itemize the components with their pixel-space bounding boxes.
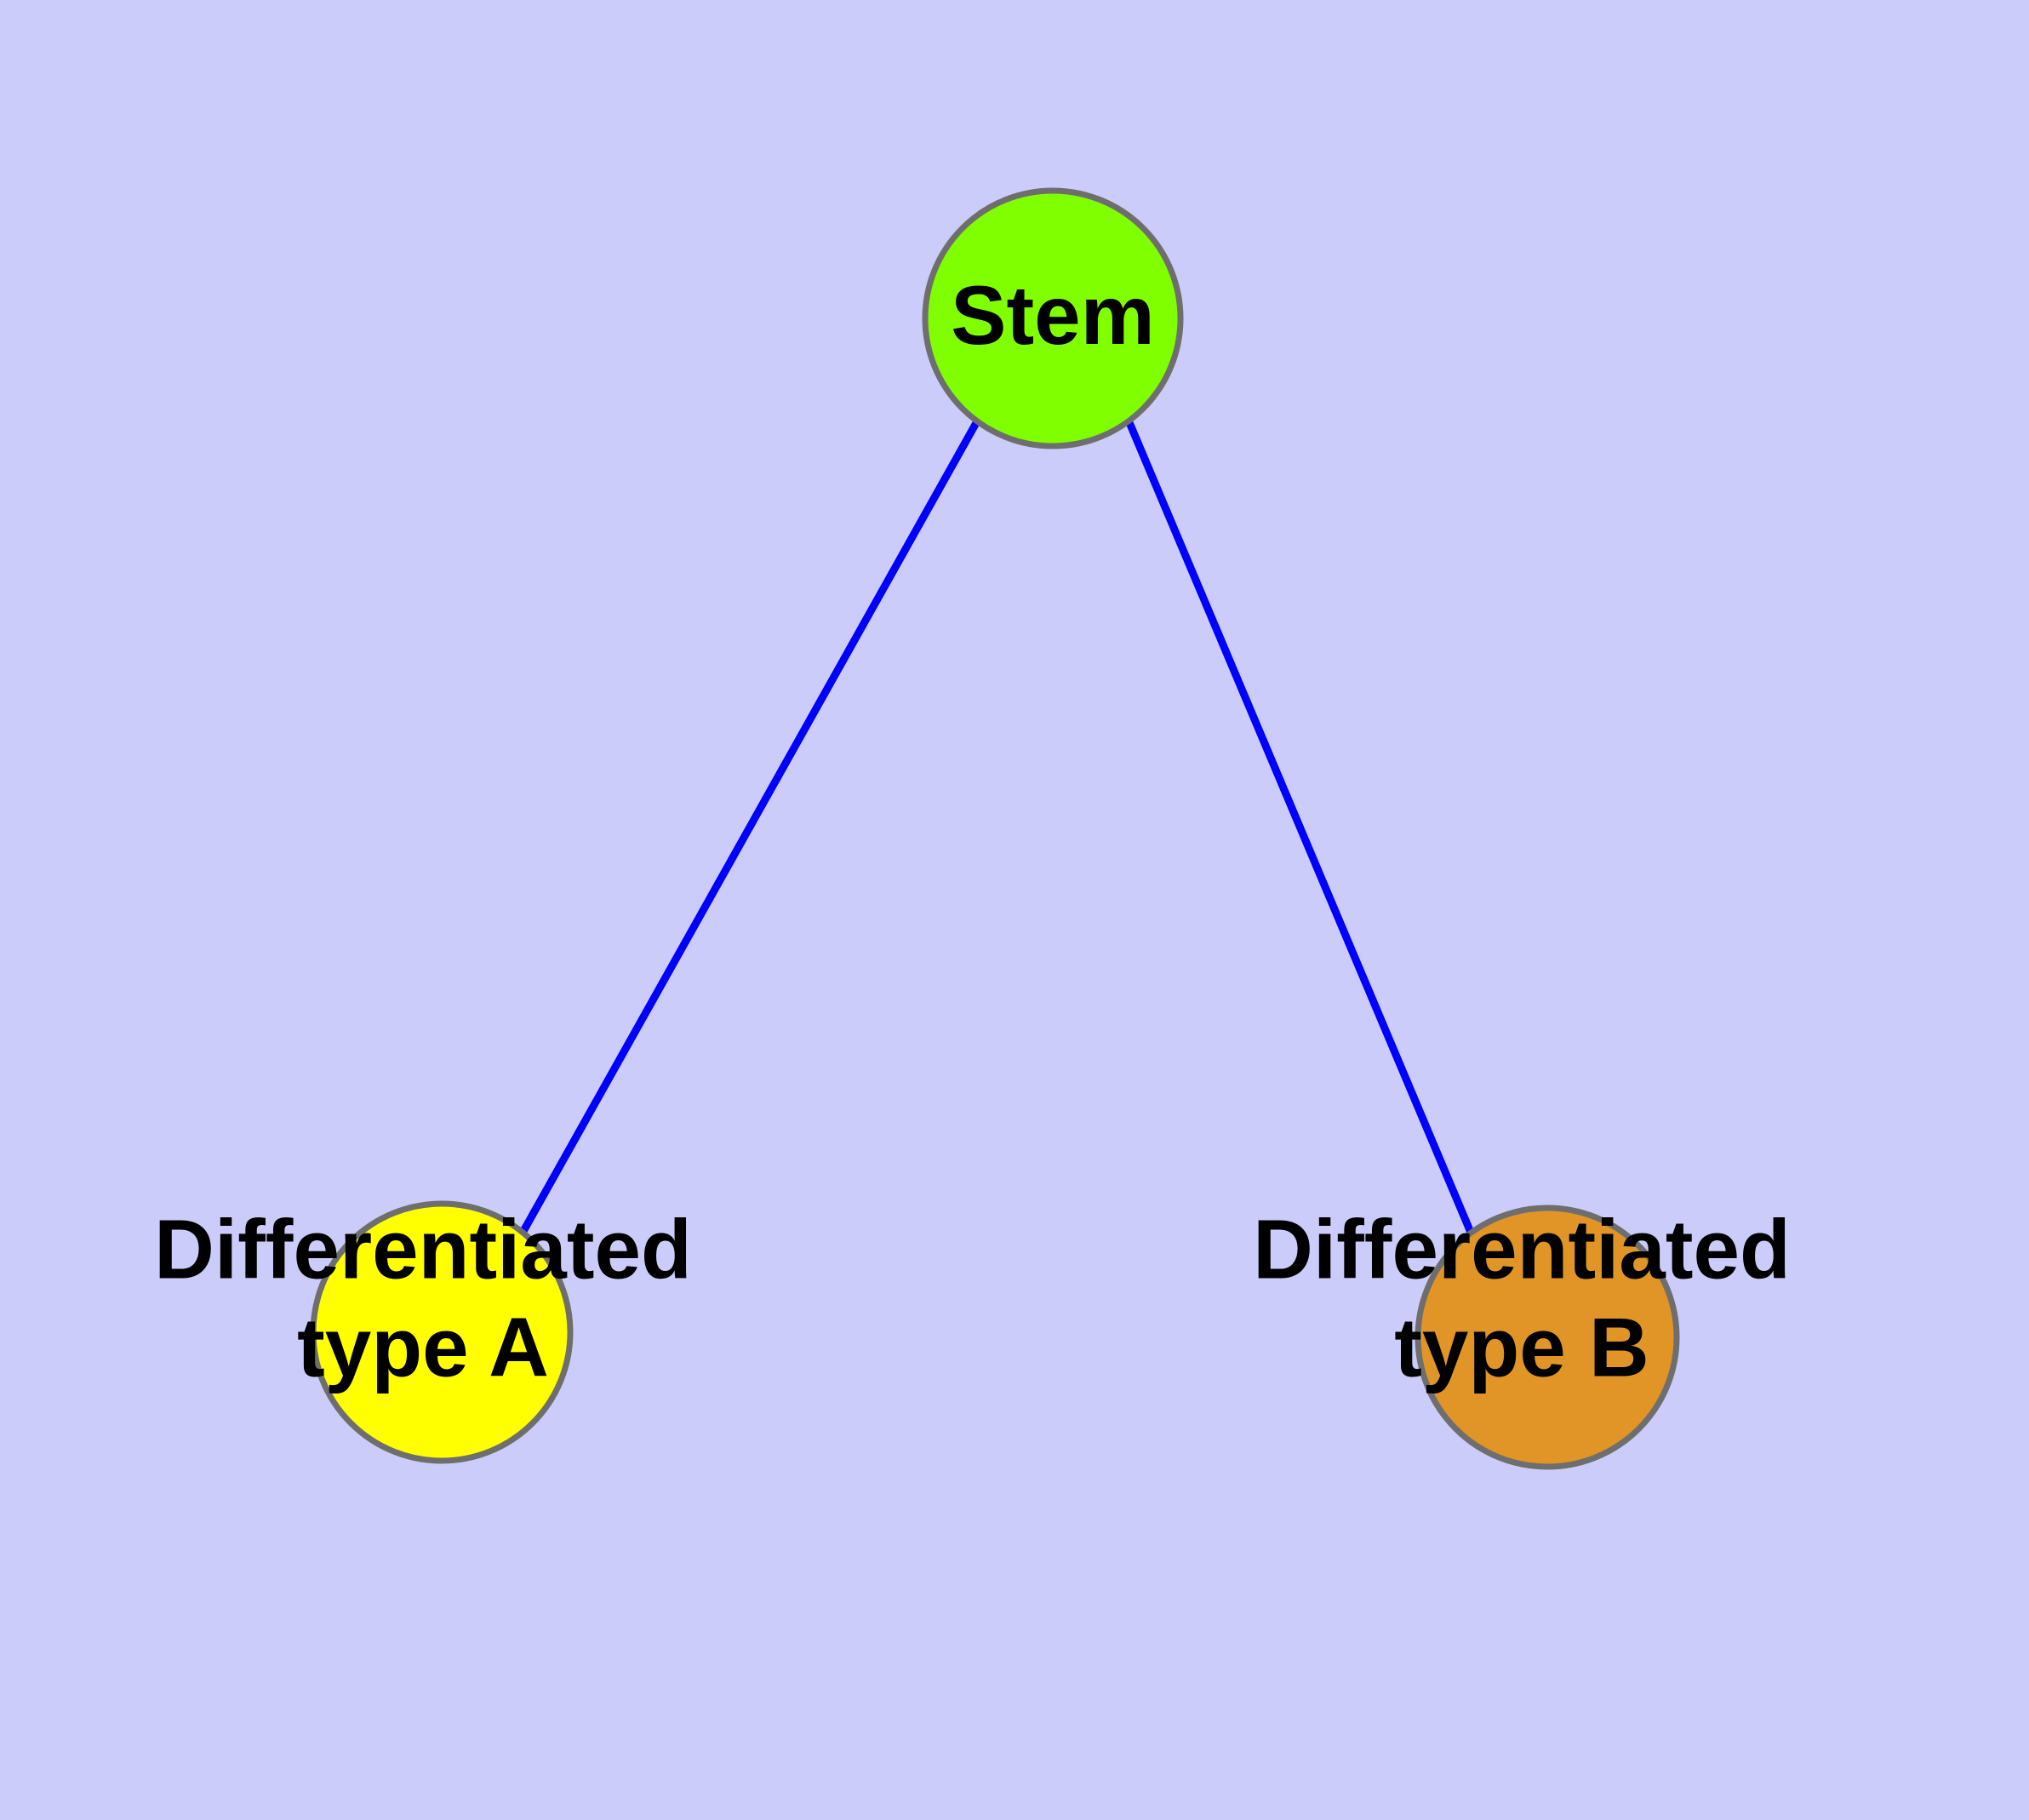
- edge-stem-to-differentiated-type-b[interactable]: [1124, 419, 1476, 1236]
- node-label-line: type B: [1394, 1300, 1649, 1394]
- node-label-line: Stem: [951, 268, 1155, 362]
- node-stem-circle[interactable]: [922, 187, 1184, 449]
- edge-stem-to-differentiated-type-a[interactable]: [519, 419, 980, 1235]
- node-label-line: type A: [297, 1300, 549, 1394]
- node-stem-label: Stem: [951, 268, 1155, 362]
- node-layer: [310, 187, 1680, 1470]
- node-label-line: Differentiated: [154, 1203, 692, 1296]
- edge-layer: [519, 419, 1476, 1236]
- node-differentiated-type-b-circle[interactable]: [1415, 1205, 1680, 1470]
- node-label-line: Differentiated: [1253, 1203, 1791, 1296]
- node-differentiated-type-a-circle[interactable]: [310, 1200, 574, 1464]
